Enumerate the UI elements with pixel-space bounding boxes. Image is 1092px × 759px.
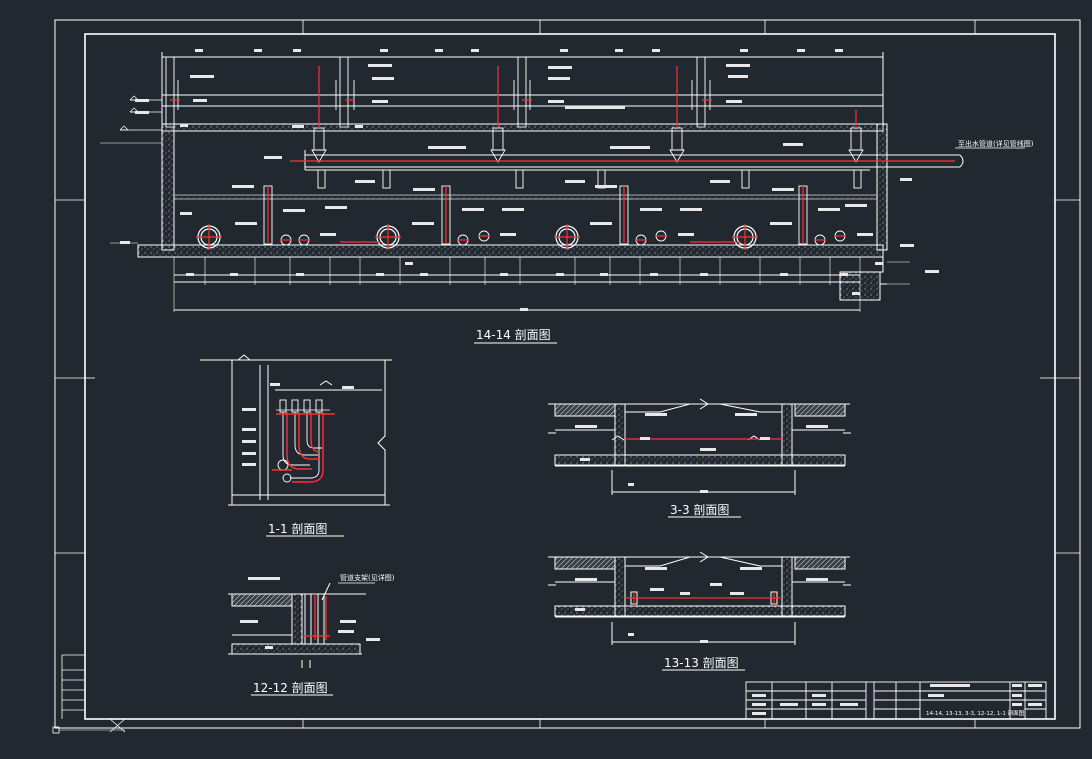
main-pipe-callout: 至出水管道(详见管线图)	[958, 139, 1034, 148]
title-block	[745, 681, 1047, 720]
section-title-12-12[interactable]: 12-12 剖面图	[253, 681, 328, 695]
pipe-support-callout: 管道支架(见详图)	[340, 573, 395, 582]
section-title-1-1[interactable]: 1-1 剖面图	[268, 522, 327, 536]
section-13-13-labels	[575, 567, 828, 643]
sheet-frame	[52, 19, 1081, 734]
section-12-12-drawing	[228, 582, 366, 668]
section-13-13-drawing	[548, 551, 851, 645]
section-14-14-pipes	[170, 66, 955, 250]
section-14-14-drawing	[100, 52, 964, 312]
section-3-3-labels	[575, 413, 828, 493]
section-13-13-pipes	[625, 592, 782, 606]
section-3-3-drawing	[548, 398, 851, 495]
sheet-title-text[interactable]: 14-14, 13-13, 3-3, 12-12, 1-1 剖面图	[926, 709, 1025, 717]
section-title-13-13[interactable]: 13-13 剖面图	[664, 656, 739, 670]
section-12-12-pipes	[302, 594, 330, 640]
section-14-14-labels	[120, 49, 939, 311]
section-12-12-labels	[240, 577, 380, 649]
title-block-entries	[752, 684, 1042, 715]
section-title-3-3[interactable]: 3-3 剖面图	[670, 503, 729, 517]
section-1-1-drawing	[200, 354, 392, 506]
section-1-1-pipes	[272, 412, 335, 483]
section-1-1-labels	[242, 383, 354, 466]
section-title-14-14[interactable]: 14-14 剖面图	[476, 328, 551, 342]
